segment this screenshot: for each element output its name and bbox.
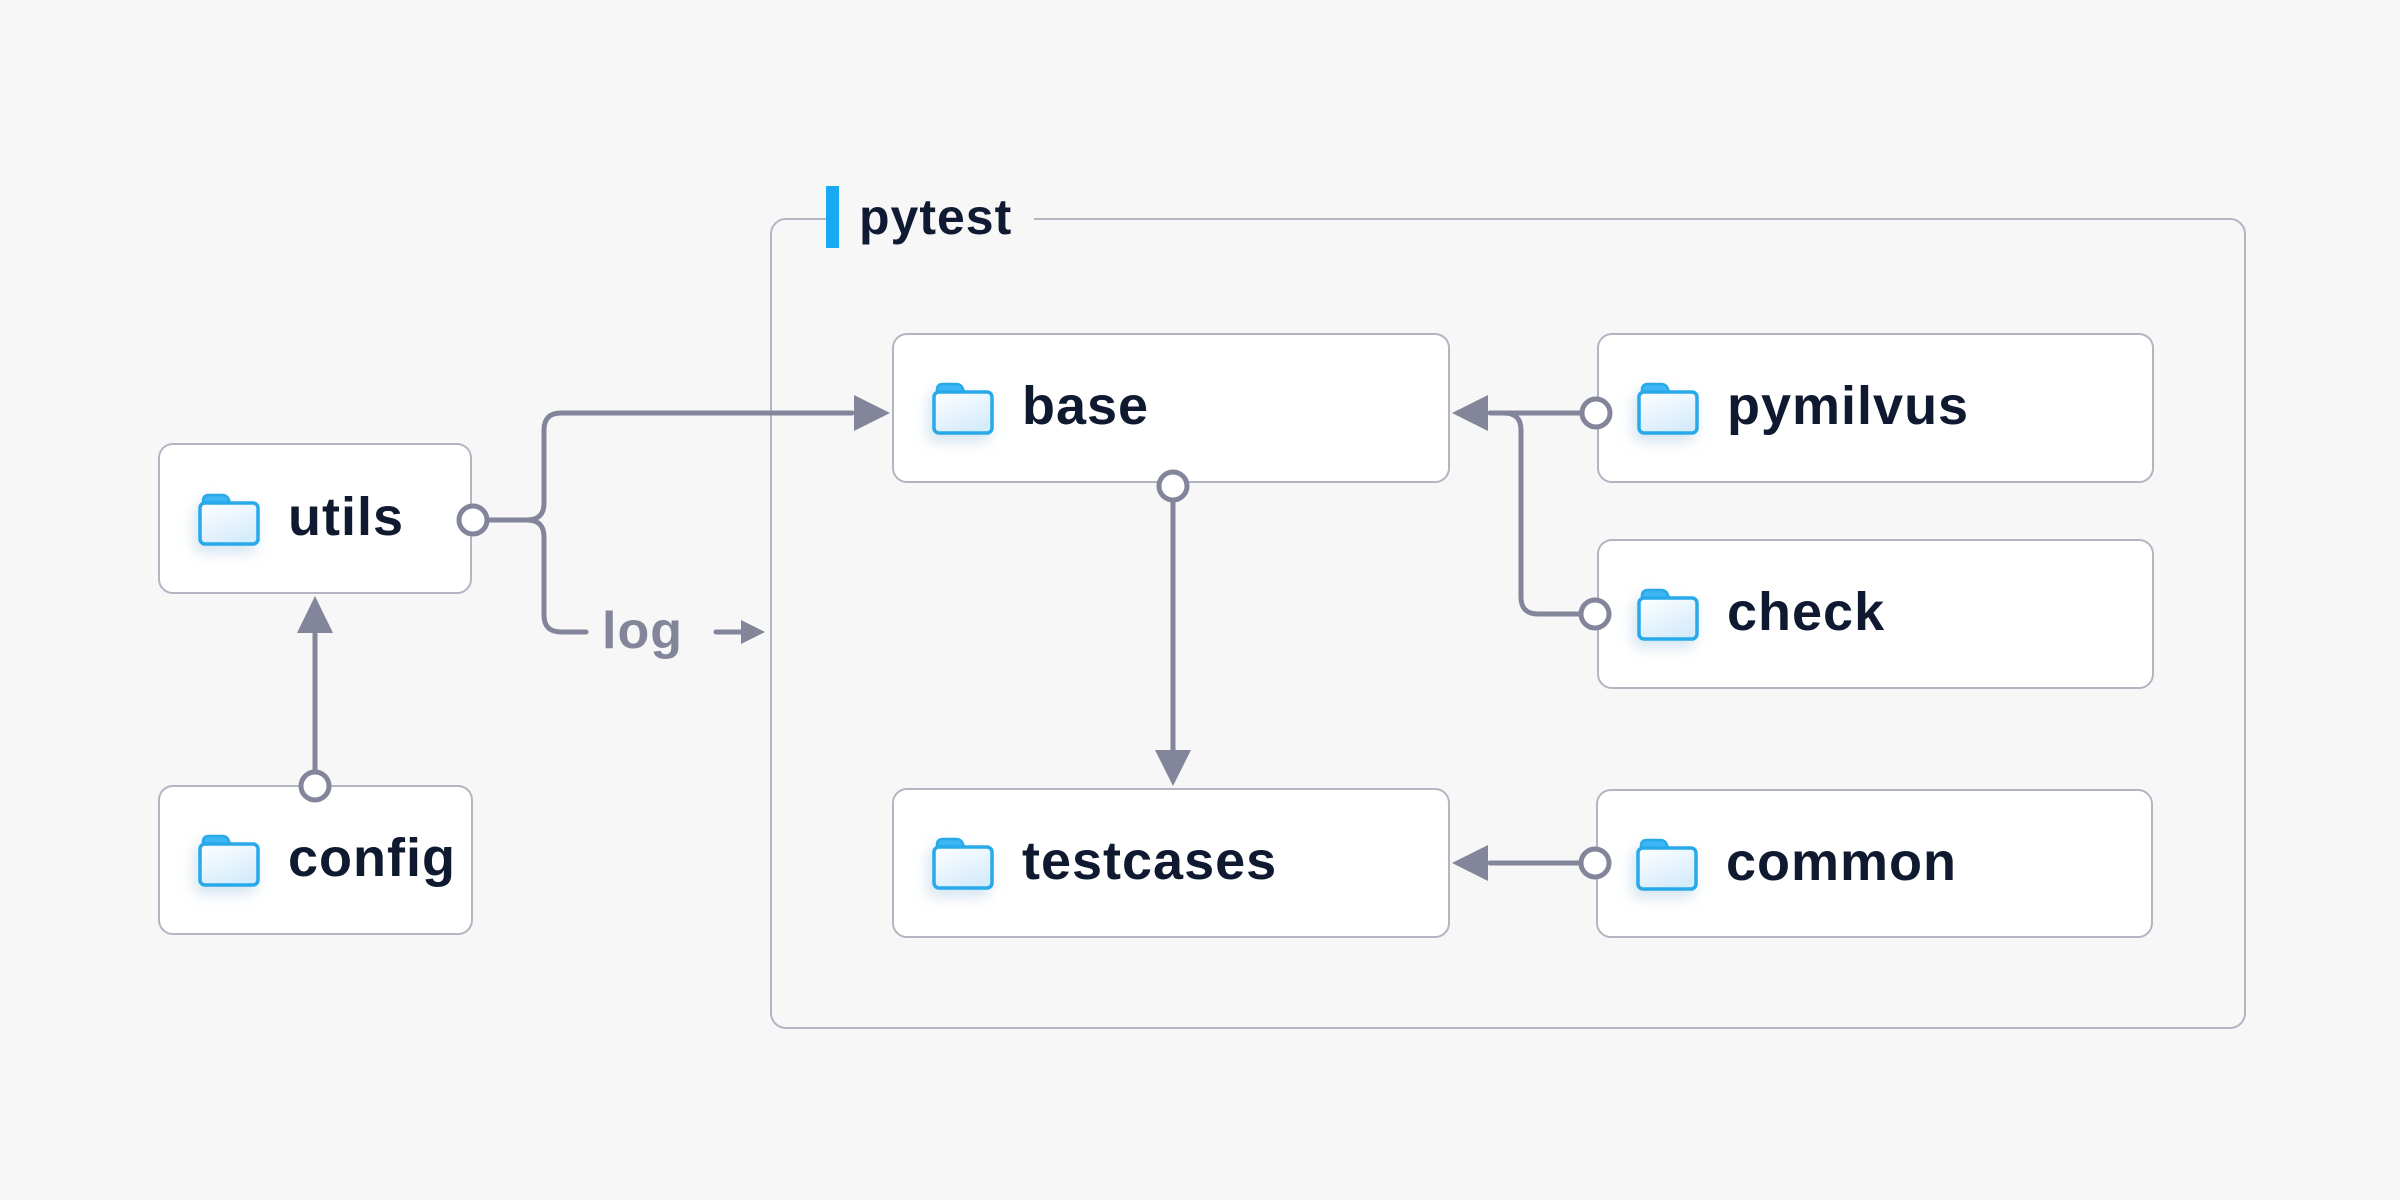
node-base: base	[892, 333, 1450, 483]
accent-bar	[826, 186, 839, 248]
node-pymilvus-label: pymilvus	[1727, 376, 1970, 436]
folder-icon	[932, 837, 994, 890]
wire-utils-to-log	[524, 517, 589, 635]
node-check: check	[1597, 539, 2154, 689]
node-testcases-label: testcases	[1022, 831, 1278, 891]
pytest-group-box	[770, 218, 2246, 1029]
arrowhead-into-utils-bottom	[297, 596, 333, 633]
node-check-label: check	[1727, 582, 1886, 642]
node-pymilvus: pymilvus	[1597, 333, 2154, 483]
node-utils: utils	[158, 443, 472, 594]
folder-icon	[1636, 837, 1698, 891]
node-config-label: config	[288, 828, 456, 888]
folder-icon	[198, 492, 260, 546]
node-common-label: common	[1726, 831, 1958, 892]
node-utils-label: utils	[288, 486, 405, 547]
node-testcases: testcases	[892, 788, 1450, 938]
folder-icon	[1637, 382, 1699, 435]
folder-icon	[198, 834, 260, 887]
pytest-group-label: pytest	[826, 186, 1035, 248]
log-edge-label: log	[602, 602, 683, 660]
node-base-label: base	[1022, 376, 1150, 436]
arrowhead-log	[741, 620, 765, 644]
pytest-group-title: pytest	[859, 189, 1013, 245]
node-config: config	[158, 785, 473, 935]
folder-icon	[1637, 588, 1699, 641]
folder-icon	[932, 382, 994, 435]
node-common: common	[1596, 789, 2153, 938]
